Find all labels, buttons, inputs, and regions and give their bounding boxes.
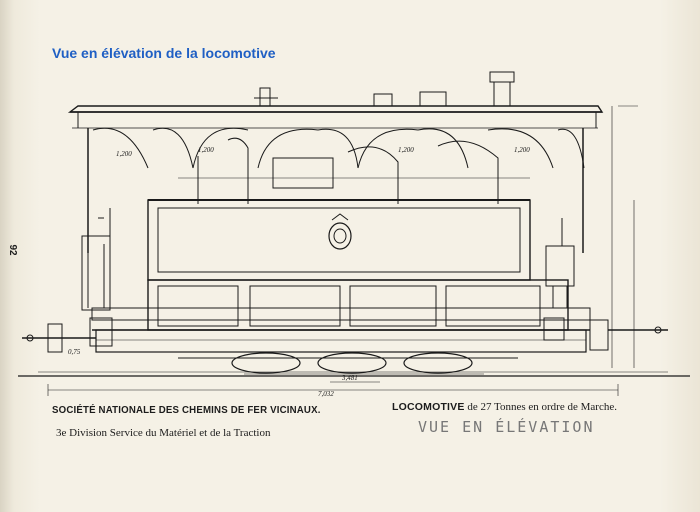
overall-length-label: 7,032 [318, 390, 334, 398]
locomotive-caption-bold: LOCOMOTIVE [392, 401, 465, 413]
page-heading: Vue en élévation de la locomotive [52, 45, 276, 61]
roof-span-label-3: 1,200 [398, 146, 414, 154]
view-stamp: VUE EN ÉLÉVATION [418, 418, 595, 436]
roof-span-label-4: 1,200 [514, 146, 530, 154]
company-caption: SOCIÉTÉ NATIONALE DES CHEMINS DE FER VIC… [52, 404, 321, 416]
left-overhang-label: 0,75 [68, 348, 81, 356]
division-caption: 3e Division Service du Matériel et de la… [56, 427, 271, 439]
locomotive-caption: LOCOMOTIVE de 27 Tonnes en ordre de Marc… [392, 401, 617, 413]
wheelbase-label: 3,481 [341, 374, 358, 382]
roof-span-label-1: 1,200 [116, 150, 132, 158]
locomotive-caption-rest: de 27 Tonnes en ordre de Marche. [464, 401, 617, 413]
locomotive-elevation-drawing: 7,032 3,481 0,75 1,200 1,200 1,200 1,200 [18, 71, 690, 398]
roof-span-label-2: 1,200 [198, 146, 214, 154]
